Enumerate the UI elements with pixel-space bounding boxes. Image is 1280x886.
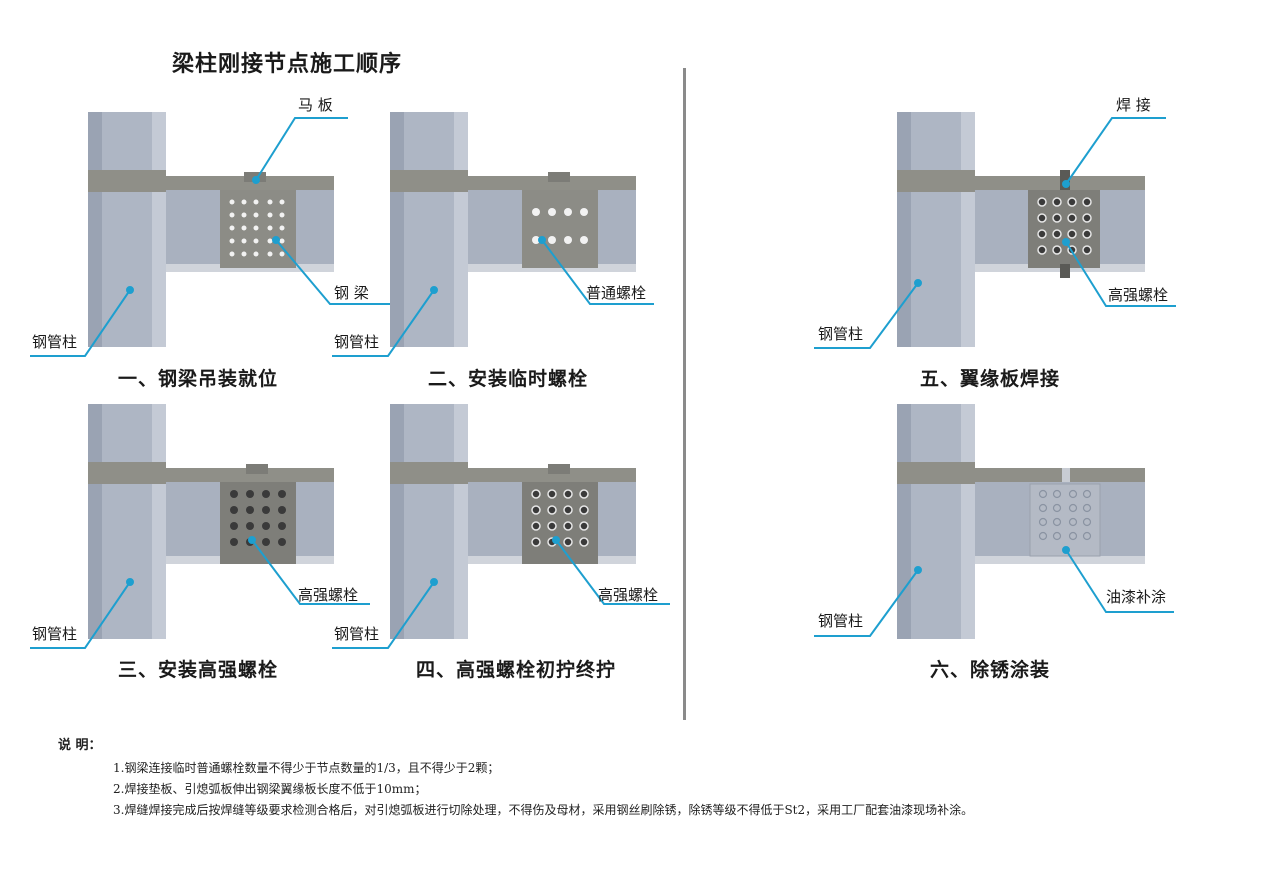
center-divider <box>683 68 686 720</box>
label-hs-bolt-4: 高强螺栓 <box>598 586 659 604</box>
label-column-4: 钢管柱 <box>334 625 380 643</box>
label-beam: 钢 梁 <box>334 284 369 302</box>
label-paint: 油漆补涂 <box>1106 588 1167 606</box>
label-plate: 马 板 <box>298 96 333 114</box>
column-3 <box>88 404 166 639</box>
beam-1 <box>166 172 334 272</box>
column-1 <box>88 112 166 347</box>
callouts-3 <box>30 536 370 649</box>
callouts-2 <box>332 236 654 357</box>
notes-list: 1.钢梁连接临时普通螺栓数量不得少于节点数量的1/3，且不得少于2颗； 2.焊接… <box>58 758 973 821</box>
label-common-bolt: 普通螺栓 <box>586 284 647 302</box>
step-3-caption: 三、安装高强螺栓 <box>118 659 279 681</box>
page-title: 梁柱刚接节点施工顺序 <box>172 52 403 77</box>
notes-heading: 说 明： <box>58 738 102 753</box>
step-4-caption: 四、高强螺栓初拧终拧 <box>416 659 617 681</box>
notes-section: 说 明： 1.钢梁连接临时普通螺栓数量不得少于节点数量的1/3，且不得少于2颗；… <box>58 735 973 821</box>
step-2-caption: 二、安装临时螺栓 <box>428 368 589 390</box>
note-item: 2.焊接垫板、引熄弧板伸出钢梁翼缘板长度不低于10mm； <box>113 782 427 796</box>
step-6-caption: 六、除锈涂装 <box>930 659 1051 681</box>
callouts-1 <box>30 117 390 357</box>
beam-6 <box>975 468 1145 564</box>
beam-3 <box>166 464 334 564</box>
label-column-6: 钢管柱 <box>818 612 864 630</box>
label-column-2: 钢管柱 <box>334 333 380 351</box>
beam-5 <box>975 170 1145 278</box>
label-weld: 焊 接 <box>1116 96 1151 114</box>
callouts-4 <box>332 536 670 649</box>
label-hs-bolt-5: 高强螺栓 <box>1108 286 1169 304</box>
column-4 <box>390 404 468 639</box>
column-2 <box>390 112 468 347</box>
callouts-5 <box>814 117 1176 349</box>
callouts-6 <box>814 546 1174 637</box>
step-5-caption: 五、翼缘板焊接 <box>920 368 1061 390</box>
beam-4 <box>468 464 636 564</box>
column-5 <box>897 112 975 347</box>
note-item: 1.钢梁连接临时普通螺栓数量不得少于节点数量的1/3，且不得少于2颗； <box>113 761 500 775</box>
label-column-3: 钢管柱 <box>32 625 78 643</box>
beam-2 <box>468 172 636 272</box>
step-1-caption: 一、钢梁吊装就位 <box>118 368 279 390</box>
label-column-5: 钢管柱 <box>818 325 864 343</box>
column-6 <box>897 404 975 639</box>
label-hs-bolt-3: 高强螺栓 <box>298 586 359 604</box>
note-item: 3.焊缝焊接完成后按焊缝等级要求检测合格后，对引熄弧板进行切除处理，不得伤及母材… <box>113 803 974 817</box>
label-column-1: 钢管柱 <box>32 333 78 351</box>
